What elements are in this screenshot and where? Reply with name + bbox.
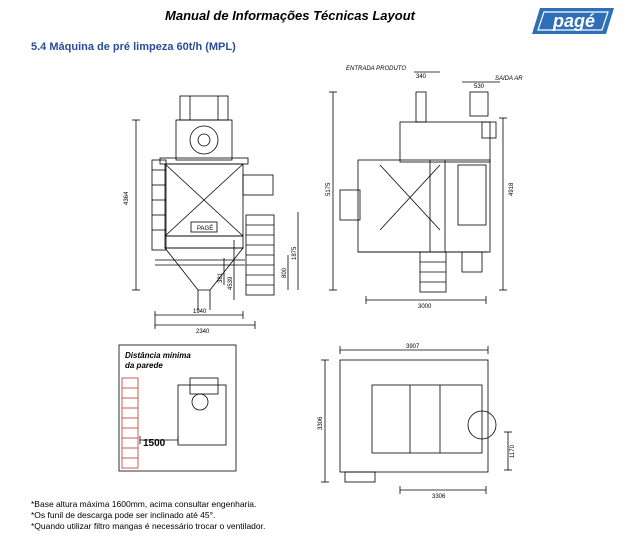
note-item: *Quando utilizar filtro mangas é necessá… [31, 521, 266, 531]
dim-top-width: 3907 [406, 344, 420, 350]
dim-front-height-a: 381 [218, 272, 224, 283]
front-view [132, 95, 299, 329]
dim-front-width-inner: 1940 [193, 309, 207, 315]
dim-side-base-width: 3000 [418, 304, 432, 310]
brick-wall [121, 377, 139, 469]
dim-side-right-height: 4918 [509, 182, 515, 196]
dim-front-total-height: 4364 [124, 191, 130, 205]
dim-saida-width: 530 [474, 84, 485, 90]
dim-top-bottom-width: 3306 [432, 494, 446, 500]
notes-list: *Base altura máxima 1600mm, acima consul… [31, 499, 265, 532]
inset-label-line1: Distância mínima [125, 351, 191, 360]
dim-side-total-height: 5175 [326, 182, 332, 196]
top-view [321, 346, 512, 494]
dim-front-height-b: 4539 [228, 276, 234, 290]
wall-distance-inset [118, 344, 237, 472]
section-title: 5.4 Máquina de pré limpeza 60t/h (MPL) [31, 41, 236, 53]
dim-entrada-width: 340 [416, 74, 427, 80]
side-view [329, 71, 507, 304]
label-saida-ar: SAIDA AR [495, 76, 523, 82]
dim-front-width-outer: 2340 [196, 329, 210, 335]
svg-text:pagé: pagé [552, 11, 595, 31]
dim-top-right-small: 1170 [510, 444, 516, 458]
front-label: PAGÉ [197, 225, 213, 232]
dim-front-height-d: 1875 [292, 246, 298, 260]
page-header-title: Manual de Informações Técnicas Layout [165, 8, 415, 23]
inset-wall-distance: 1500 [143, 438, 166, 449]
label-entrada-produto: ENTRADA PRODUTO [346, 66, 406, 72]
page-logo: pagé [532, 8, 614, 34]
dim-top-left-depth: 3306 [318, 416, 324, 430]
inset-label-line2: da parede [125, 361, 163, 370]
inset-label: Distância mínima da parede [125, 351, 191, 371]
note-item: *Base altura máxima 1600mm, acima consul… [31, 499, 257, 509]
note-item: *Os funil de descarga pode ser inclinado… [31, 510, 216, 520]
dim-front-height-c: 800 [282, 267, 288, 278]
